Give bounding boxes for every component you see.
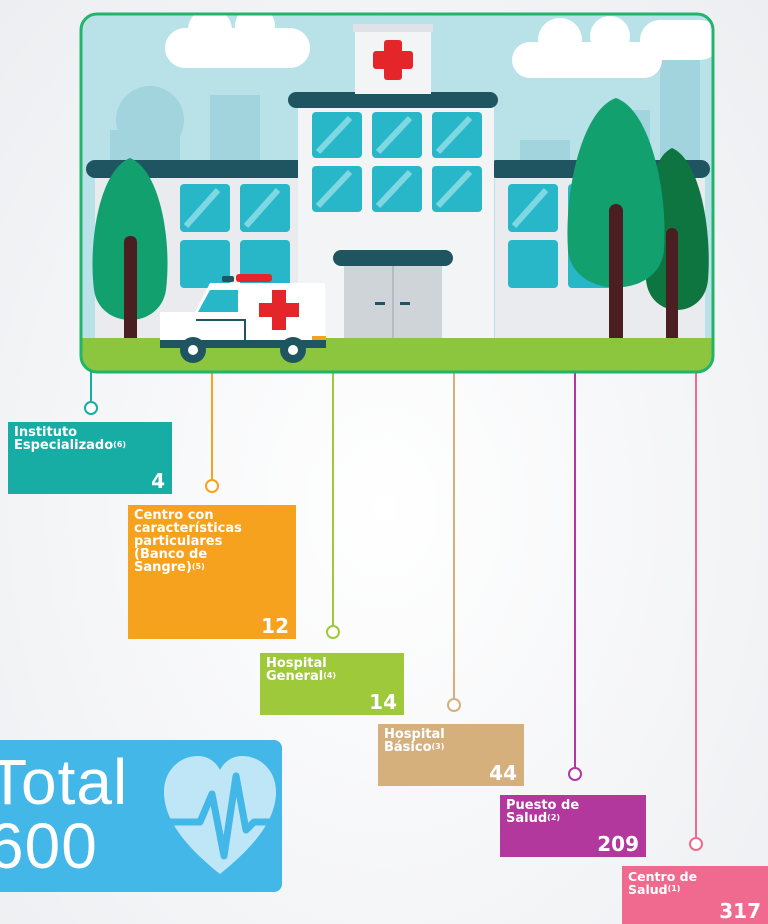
category-instituto-especializado: Instituto Especializado(6) 4 <box>8 422 172 494</box>
category-value: 4 <box>151 469 165 493</box>
category-puesto-salud: Puesto de Salud(2) 209 <box>500 795 646 857</box>
category-centro-salud: Centro de Salud(1) 317 <box>622 866 768 924</box>
tree-right-front <box>567 98 665 354</box>
total-panel: Total 600 <box>0 740 282 892</box>
total-value: 600 <box>0 810 98 882</box>
heart-pulse-icon <box>160 756 280 874</box>
hospital-building-illustration <box>81 14 713 372</box>
category-value: 209 <box>597 832 639 856</box>
category-label: Hospital Básico(3) <box>384 727 445 755</box>
tree-left <box>92 158 168 358</box>
category-value: 317 <box>719 899 761 923</box>
category-value: 14 <box>369 690 397 714</box>
category-hospital-general: Hospital General(4) 14 <box>260 653 404 715</box>
category-label: Puesto de Salud(2) <box>506 798 580 826</box>
connector-dot-centro-caracteristicas <box>205 479 219 493</box>
connector-lines <box>84 372 703 851</box>
connector-dot-hospital-basico <box>447 698 461 712</box>
clouds <box>165 14 713 78</box>
ambulance-icon <box>160 274 326 363</box>
category-value: 12 <box>261 614 289 638</box>
connector-dot-puesto-salud <box>568 767 582 781</box>
connector-dot-centro-salud <box>689 837 703 851</box>
connector-dot-hospital-general <box>326 625 340 639</box>
connector-dot-instituto <box>84 401 98 415</box>
illustration-frame <box>79 12 715 374</box>
category-label: Centro con características particulares … <box>134 508 242 575</box>
category-label: Hospital General(4) <box>266 656 337 684</box>
category-centro-caracteristicas: Centro con características particulares … <box>128 505 296 639</box>
category-value: 44 <box>489 761 517 785</box>
category-hospital-basico: Hospital Básico(3) 44 <box>378 724 524 786</box>
category-label: Instituto Especializado(6) <box>14 425 127 453</box>
total-label: Total <box>0 746 129 818</box>
category-label: Centro de Salud(1) <box>628 869 698 897</box>
